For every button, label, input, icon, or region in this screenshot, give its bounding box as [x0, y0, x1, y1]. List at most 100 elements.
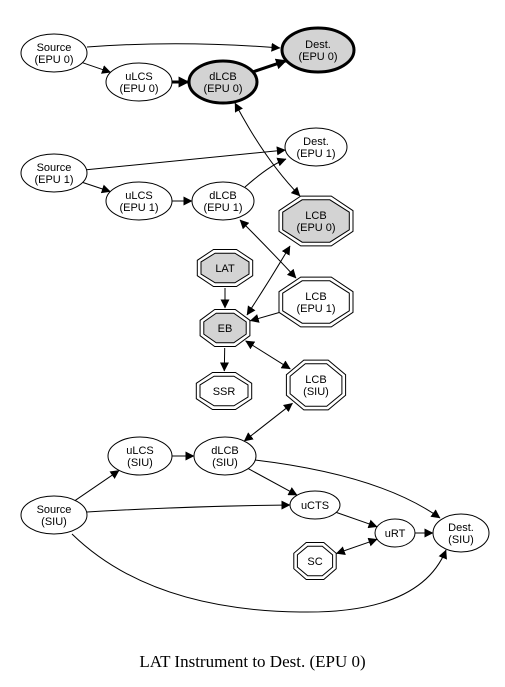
node-shape [20, 33, 88, 73]
node-label: uLCS [125, 71, 153, 83]
node-shape [105, 181, 173, 221]
node-label: (EPU 0) [34, 54, 73, 66]
edge-srcs-dests [71, 533, 447, 613]
node-label: Dest. [305, 39, 331, 51]
node-label: (EPU 1) [296, 303, 335, 315]
node-label: dLCB [211, 445, 239, 457]
node-label: uRT [385, 528, 406, 540]
edge-src1-ulcs1 [82, 181, 111, 194]
node-label: (SIU) [448, 534, 474, 546]
node-urt: uRT [374, 518, 416, 548]
node-shape [374, 518, 416, 548]
node-label: (EPU 1) [119, 202, 158, 214]
node-shape [20, 495, 88, 535]
node-shape-inner [296, 545, 334, 577]
node-shape [432, 513, 490, 553]
node-lcbsiu: LCB(SIU) [285, 359, 347, 411]
node-label: (SIU) [212, 457, 238, 469]
node-label: (EPU 0) [119, 83, 158, 95]
node-dlcb0: dLCB(EPU 0) [187, 59, 259, 105]
node-shape-inner [199, 375, 249, 407]
node-label: uLCS [126, 445, 154, 457]
edge-src1-dest1 [86, 146, 286, 171]
edge-lcbsiu-dlcbs [243, 402, 293, 442]
node-lat: LAT [196, 249, 254, 287]
edge-dlcb1-dest1 [244, 157, 287, 188]
nodes-layer: Source(EPU 0)Dest.(EPU 0)uLCS(EPU 0)dLCB… [20, 26, 490, 580]
node-label: (EPU 0) [296, 222, 335, 234]
node-label: Source [37, 162, 72, 174]
node-dests: Dest.(SIU) [432, 513, 490, 553]
node-label: LCB [305, 210, 326, 222]
node-label: LAT [215, 263, 235, 275]
node-label: Dest. [448, 522, 474, 534]
edges-layer [71, 42, 447, 613]
node-label: Source [37, 504, 72, 516]
node-label: dLCB [209, 190, 237, 202]
node-shape [107, 436, 173, 476]
node-label: (EPU 0) [203, 83, 242, 95]
node-ulcss: uLCS(SIU) [107, 436, 173, 476]
node-label: (EPU 0) [298, 51, 337, 63]
edge-srcs-ucts [86, 500, 291, 513]
edge-dlcbs-ucts [247, 468, 298, 496]
node-sc: SC [293, 542, 337, 580]
node-ucts: uCTS [289, 490, 341, 520]
node-label: dLCB [209, 71, 237, 83]
node-label: (EPU 1) [203, 202, 242, 214]
node-shape [284, 127, 348, 167]
node-shape-inner [200, 252, 250, 284]
node-shape-inner [289, 363, 343, 407]
node-dlcb1: dLCB(EPU 1) [191, 181, 255, 221]
node-shape [193, 436, 257, 476]
node-eb: EB [199, 309, 251, 347]
node-label: (SIU) [41, 516, 67, 528]
node-label: uLCS [125, 190, 153, 202]
node-label: LCB [305, 374, 326, 386]
node-label: EB [218, 323, 233, 335]
edge-eb-lcbsiu [245, 340, 291, 370]
edge-dlcbs-dests [254, 459, 441, 519]
node-shape [20, 153, 88, 193]
edge-ucts-urt [336, 511, 378, 529]
node-label: LCB [305, 291, 326, 303]
node-shape-inner [203, 312, 247, 344]
node-shape [187, 59, 259, 105]
node-dlcbs: dLCB(SIU) [193, 436, 257, 476]
node-label: SC [307, 556, 322, 568]
edge-lcb1-eb [249, 312, 280, 323]
edge-src0-dest0 [86, 42, 281, 52]
graph-diagram: Source(EPU 0)Dest.(EPU 0)uLCS(EPU 0)dLCB… [20, 26, 490, 613]
node-src0: Source(EPU 0) [20, 33, 88, 73]
node-lcb0: LCB(EPU 0) [278, 195, 354, 247]
node-ssr: SSR [195, 372, 253, 410]
node-label: (EPU 1) [34, 174, 73, 186]
node-label: (SIU) [303, 386, 329, 398]
diagram-caption: LAT Instrument to Dest. (EPU 0) [139, 652, 366, 671]
node-label: Dest. [303, 136, 329, 148]
edge-sc-urt [335, 537, 378, 555]
node-label: SSR [213, 386, 236, 398]
node-label: Source [37, 42, 72, 54]
node-dest1: Dest.(EPU 1) [284, 127, 348, 167]
node-label: (SIU) [127, 457, 153, 469]
edge-lcb0-eb [246, 245, 291, 316]
edge-dlcb0-dest0 [252, 58, 288, 74]
node-shape-inner [282, 199, 350, 243]
node-label: uCTS [301, 500, 329, 512]
edge-src0-ulcs0 [82, 62, 112, 74]
node-shape [289, 490, 341, 520]
edge-dlcb0-lcb0 [234, 102, 301, 197]
node-srcs: Source(SIU) [20, 495, 88, 535]
node-shape-inner [282, 280, 350, 324]
node-shape [105, 62, 173, 102]
node-ulcs1: uLCS(EPU 1) [105, 181, 173, 221]
edge-srcs-ulcss [74, 469, 120, 501]
node-lcb1: LCB(EPU 1) [278, 276, 354, 328]
node-shape [191, 181, 255, 221]
node-dest0: Dest.(EPU 0) [280, 26, 356, 74]
node-shape [280, 26, 356, 74]
node-label: (EPU 1) [296, 148, 335, 160]
node-src1: Source(EPU 1) [20, 153, 88, 193]
node-ulcs0: uLCS(EPU 0) [105, 62, 173, 102]
